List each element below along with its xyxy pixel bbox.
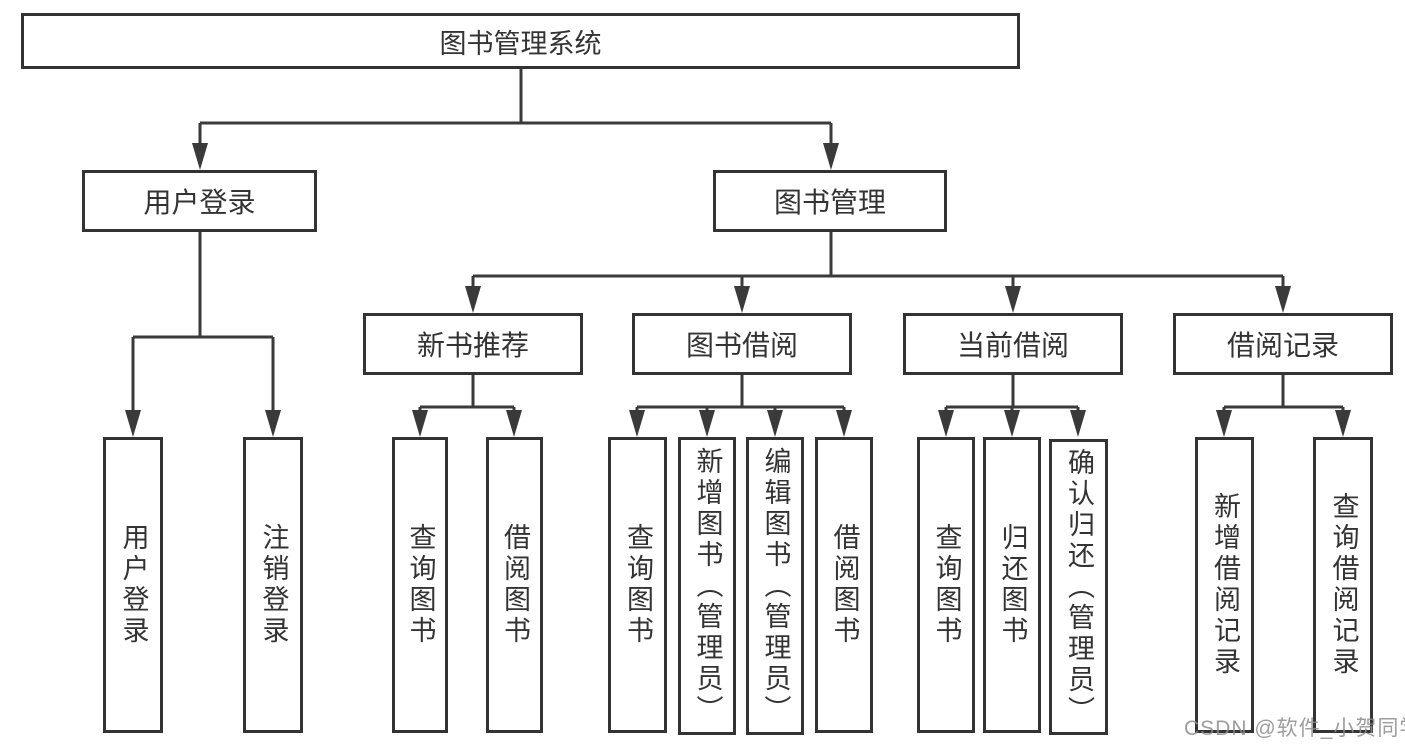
node-current-borrow: 当前借阅 (903, 313, 1123, 375)
leaf-current-return-books: 归还图书 (983, 437, 1041, 733)
node-book-borrow: 图书借阅 (632, 313, 852, 375)
leaf-user-login: 用户登录 (103, 437, 163, 733)
node-new-book-recommend: 新书推荐 (363, 313, 583, 375)
leaf-newbook-query-books: 查询图书 (392, 437, 448, 733)
leaf-newbook-borrow-books: 借阅图书 (486, 437, 543, 733)
leaf-records-add-record: 新增借阅记录 (1195, 437, 1254, 733)
leaf-current-confirm-return-admin: 确认归还（管理员） (1049, 439, 1108, 735)
leaf-borrow-edit-books-admin: 编辑图书（管理员） (746, 437, 804, 735)
node-book-management-branch: 图书管理 (713, 170, 947, 232)
node-borrow-records: 借阅记录 (1173, 313, 1393, 375)
leaf-records-query-record: 查询借阅记录 (1313, 437, 1373, 733)
leaf-borrow-query-books: 查询图书 (608, 437, 667, 733)
leaf-logout: 注销登录 (243, 437, 303, 733)
node-user-login-branch: 用户登录 (82, 170, 317, 232)
leaf-borrow-borrow-books: 借阅图书 (815, 437, 873, 733)
watermark: CSDN @软件_小贺同学 (1184, 717, 1405, 740)
leaf-current-query-books: 查询图书 (917, 437, 975, 733)
leaf-borrow-add-books-admin: 新增图书（管理员） (678, 437, 736, 735)
node-library-management-system: 图书管理系统 (21, 13, 1020, 69)
